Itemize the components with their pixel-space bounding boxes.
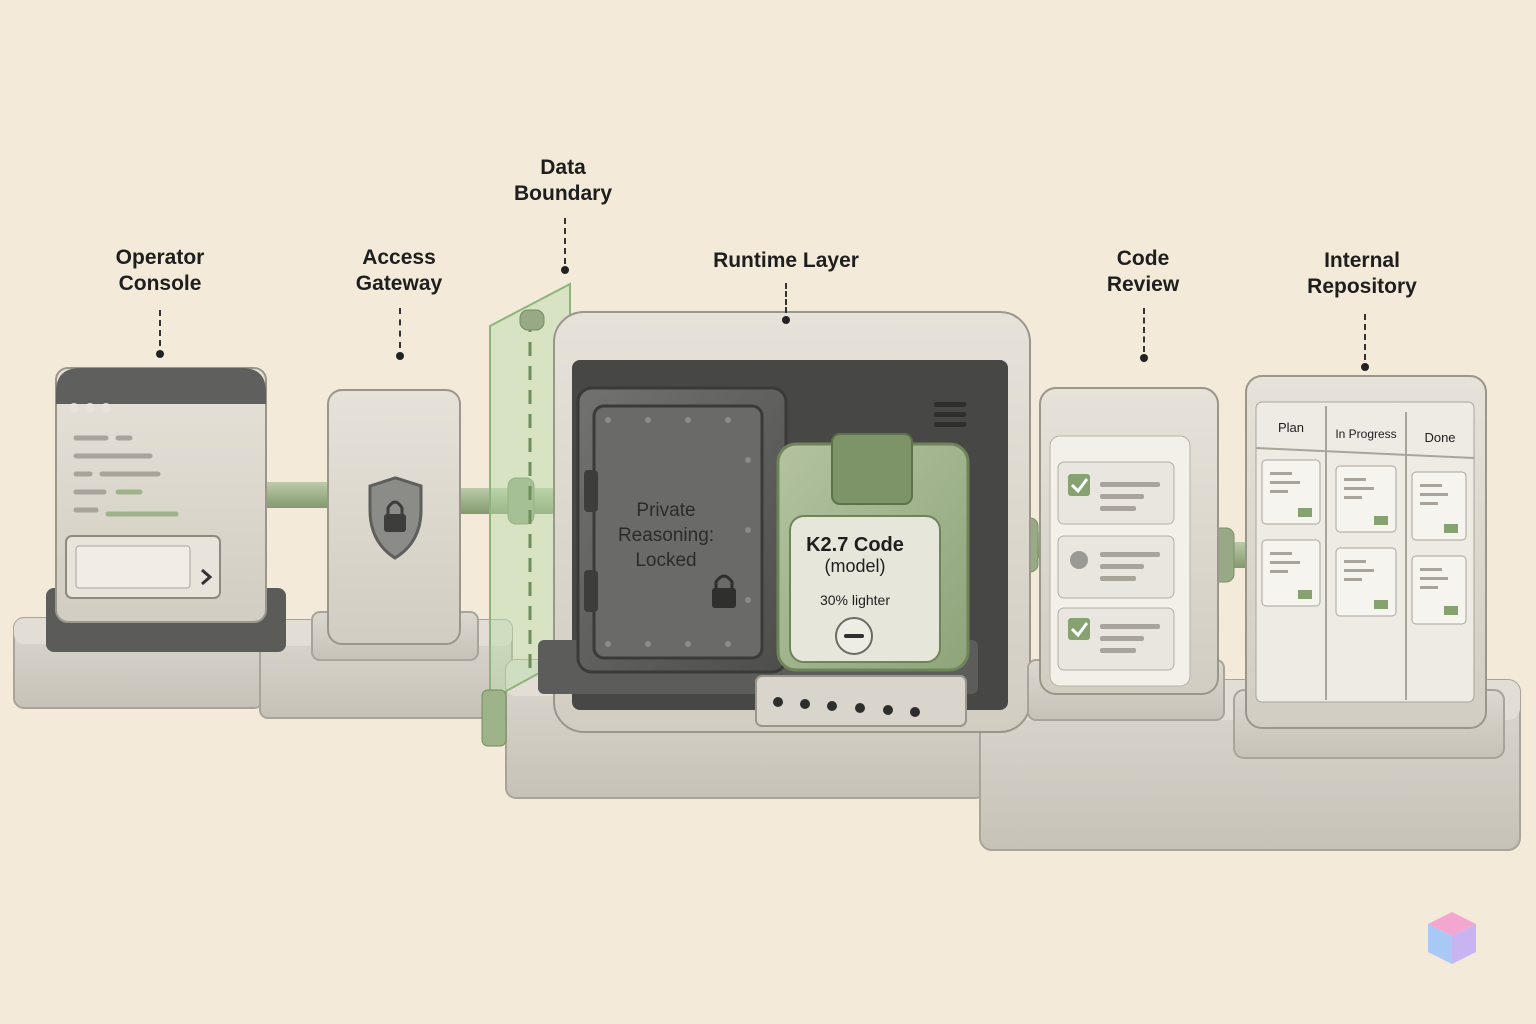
label-line: Access: [362, 246, 436, 269]
label-line: Internal: [1324, 249, 1400, 272]
review-item: [1057, 607, 1175, 671]
window-dot-icon: [101, 403, 111, 413]
leader-dot: [396, 352, 404, 360]
label-line: Data: [540, 156, 586, 179]
console-code-lines: [73, 435, 179, 517]
label-line: Runtime Layer: [713, 249, 859, 272]
minus-icon: [835, 617, 873, 655]
leader-line: [1143, 308, 1145, 352]
checkmark-icon: [1068, 474, 1090, 496]
label-line: Code: [1116, 247, 1170, 270]
review-item: [1057, 461, 1175, 525]
label-line: Gateway: [355, 272, 443, 295]
kanban-card: [1261, 459, 1321, 525]
leader-line: [785, 283, 787, 313]
vault-line-3: Locked: [635, 550, 696, 571]
window-dot-icon: [69, 403, 79, 413]
operator-console: [46, 367, 286, 652]
code-review-device: [1027, 387, 1225, 721]
label-line: Review: [1106, 273, 1180, 296]
window-dot-icon: [85, 403, 95, 413]
label-line: Console: [118, 272, 202, 295]
label-code-review: Code Review: [1107, 246, 1179, 298]
leader-line: [399, 308, 401, 348]
model-box: K2.7 Code (model) 30% lighter: [776, 433, 970, 672]
leader-dot: [1361, 363, 1369, 371]
label-operator-console: Operator Console: [116, 245, 205, 297]
label-line: Boundary: [513, 182, 613, 205]
chevron-right-icon: [201, 568, 213, 586]
internal-repository-board: Plan In Progress Done: [1233, 375, 1505, 759]
label-line: Repository: [1307, 275, 1417, 298]
model-name: K2.7 Code: [806, 534, 904, 556]
leader-dot: [156, 350, 164, 358]
leader-dot: [1140, 354, 1148, 362]
label-runtime-layer: Runtime Layer: [713, 248, 859, 274]
kanban-column-in-progress: In Progress: [1335, 427, 1396, 441]
model-subtitle: (model): [824, 556, 885, 576]
vault-line-1: Private: [636, 500, 695, 521]
checkmark-icon: [1068, 618, 1090, 640]
label-access-gateway: Access Gateway: [356, 245, 442, 297]
kanban-card: [1335, 465, 1397, 533]
leader-line: [1364, 314, 1366, 360]
kanban-column-plan: Plan: [1278, 420, 1304, 435]
pending-dot-icon: [1070, 551, 1088, 569]
private-reasoning-vault: Private Reasoning: Locked: [576, 386, 788, 674]
logo-cube-icon: [1428, 912, 1476, 964]
access-gateway: [311, 389, 479, 661]
kanban-card: [1411, 471, 1467, 541]
model-note: 30% lighter: [820, 592, 890, 608]
review-item: [1057, 535, 1175, 599]
label-internal-repository: Internal Repository: [1307, 248, 1417, 300]
vault-line-2: Reasoning:: [618, 525, 714, 546]
padlock-icon: [712, 574, 736, 608]
kanban-card: [1411, 555, 1467, 625]
shield-lock-icon: [368, 476, 423, 560]
leader-line: [159, 310, 161, 346]
label-data-boundary: Data Boundary: [514, 155, 612, 207]
label-line: Operator: [115, 246, 205, 269]
leader-dot: [782, 316, 790, 324]
leader-line: [564, 218, 566, 264]
kanban-card: [1335, 547, 1397, 617]
kanban-card: [1261, 539, 1321, 607]
leader-dot: [561, 266, 569, 274]
kanban-column-done: Done: [1424, 430, 1455, 445]
vent-icon: [934, 402, 966, 427]
